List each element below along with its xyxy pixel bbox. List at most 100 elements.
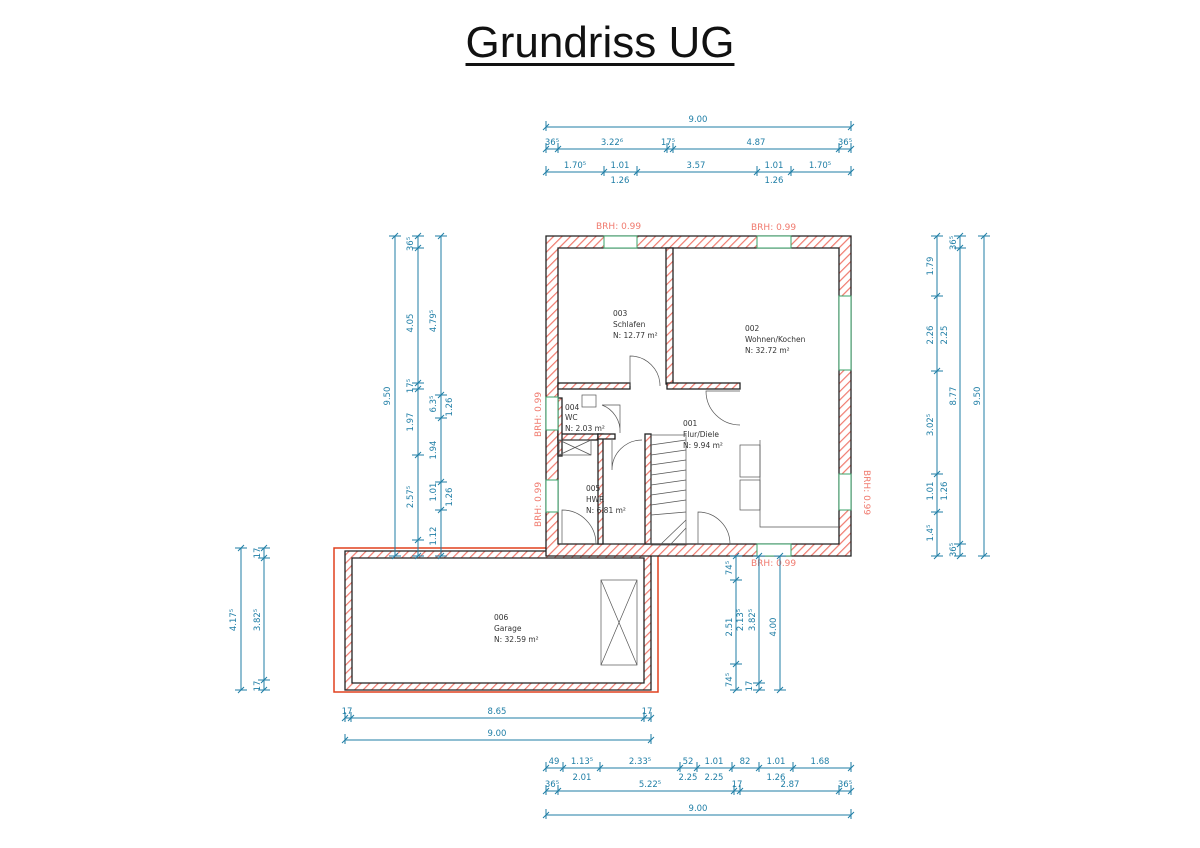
dimension-label: 4.05 <box>406 314 416 333</box>
dimension-label: 36⁵ <box>949 543 959 557</box>
staircase <box>650 434 687 546</box>
dimension-label: 2.25 <box>705 773 724 783</box>
dimension-label: 1.26 <box>767 773 786 783</box>
sill-height-labels: BRH: 0.99 BRH: 0.99 BRH: 0.99 BRH: 0.99 … <box>534 222 871 569</box>
dimension-label: 9.50 <box>383 387 393 406</box>
window <box>838 473 852 511</box>
dimension-label: 1.70⁵ <box>564 161 586 171</box>
svg-text:Schlafen: Schlafen <box>613 320 646 329</box>
dimension-label: 9.00 <box>689 804 708 814</box>
dimension-label: 17 <box>745 681 755 692</box>
dimension-label: 6.3⁵ <box>429 396 439 413</box>
plan-title: Grundriss UG <box>0 18 1200 68</box>
dimension-label: 3.02⁵ <box>926 414 936 436</box>
dimension-label: 1.26 <box>611 176 630 186</box>
svg-text:003: 003 <box>613 309 628 318</box>
window <box>545 479 559 513</box>
dimension-label: 1.94 <box>429 441 439 460</box>
svg-text:004: 004 <box>565 403 580 412</box>
dimension-label: 1.26 <box>445 488 455 507</box>
dimension-label: 2.01 <box>573 773 592 783</box>
svg-text:WC: WC <box>565 413 578 422</box>
sink <box>581 394 597 408</box>
dimension-label: 1.4⁵ <box>926 525 936 542</box>
dimension-label: 36⁵ <box>838 138 852 148</box>
dimension-label: 1.70⁵ <box>809 161 831 171</box>
brh-label: BRH: 0.99 <box>534 392 544 437</box>
svg-text:001: 001 <box>683 419 698 428</box>
dimension-label: 9.50 <box>973 387 983 406</box>
dimension-label: 1.79 <box>926 257 936 276</box>
window <box>756 235 792 249</box>
stove <box>739 444 761 478</box>
dimension-label: 4.17⁵ <box>229 609 239 631</box>
dimension-label: 36⁵ <box>545 138 559 148</box>
shower <box>558 439 592 456</box>
dimension-label: 5.22⁵ <box>639 780 661 790</box>
dimension-label: 1.01 <box>705 757 724 767</box>
dimension-label: 8.65 <box>488 707 507 717</box>
svg-text:Wohnen/Kochen: Wohnen/Kochen <box>745 335 806 344</box>
svg-text:HWR: HWR <box>586 495 604 504</box>
dimension-label: 1.26 <box>765 176 784 186</box>
svg-text:N: 6.81 m²: N: 6.81 m² <box>586 506 626 515</box>
svg-text:N: 32.59 m²: N: 32.59 m² <box>494 635 539 644</box>
svg-text:N: 9.94 m²: N: 9.94 m² <box>683 441 723 450</box>
dimension-label: 17 <box>642 707 653 717</box>
dimension-label: 17⁵ <box>661 138 675 148</box>
dimension-label: 17 <box>253 681 263 692</box>
dimension-label: 4.00 <box>769 618 779 637</box>
dimension-label: 2.25 <box>679 773 698 783</box>
svg-text:005: 005 <box>586 484 601 493</box>
fixtures <box>558 394 839 528</box>
svg-text:Garage: Garage <box>494 624 522 633</box>
svg-text:N: 32.72 m²: N: 32.72 m² <box>745 346 790 355</box>
dimension-label: 1.12 <box>429 527 439 546</box>
dimension-label: 74⁵ <box>725 561 735 575</box>
dimension-label: 1.01 <box>767 757 786 767</box>
dimension-label: 36⁵ <box>838 780 852 790</box>
dimension-label: 82 <box>740 757 751 767</box>
dimension-label: 1.01 <box>765 161 784 171</box>
dimension-label: 9.00 <box>689 115 708 125</box>
dimension-label: 1.01 <box>611 161 630 171</box>
kitchen-counter <box>759 440 839 528</box>
dimension-label: 17 <box>342 707 353 717</box>
plan-title-text: Grundriss UG <box>465 18 735 67</box>
window <box>603 235 638 249</box>
dimension-label: 3.57 <box>687 161 706 171</box>
kitchen-sink <box>739 479 761 511</box>
brh-label: BRH: 0.99 <box>596 222 641 232</box>
dimension-label: 4.79⁵ <box>429 310 439 332</box>
dimension-label: 52 <box>683 757 694 767</box>
walls <box>545 235 852 557</box>
dimension-label: 1.01 <box>429 483 439 502</box>
dimension-label: 17⁵ <box>406 379 416 393</box>
windows <box>545 235 852 557</box>
svg-text:N: 2.03 m²: N: 2.03 m² <box>565 424 605 433</box>
dimension-label: 36⁵ <box>545 780 559 790</box>
dimension-label: 8.77 <box>949 387 959 406</box>
dimension-label: 2.25 <box>940 326 950 345</box>
dimension-label: 2.13⁵ <box>736 609 746 631</box>
dimension-label: 1.26 <box>940 482 950 501</box>
svg-text:N: 12.77 m²: N: 12.77 m² <box>613 331 658 340</box>
dimension-label: 3.22⁶ <box>601 138 624 148</box>
dimension-label: 1.26 <box>445 398 455 417</box>
dimension-label: 36⁵ <box>949 236 959 250</box>
dimension-label: 1.13⁵ <box>571 757 593 767</box>
dimension-label: 2.33⁵ <box>629 757 651 767</box>
dimension-label: 1.68 <box>811 757 830 767</box>
brh-label: BRH: 0.99 <box>534 482 544 527</box>
dimension-label: 3.82⁵ <box>253 609 263 631</box>
dimension-label: 17 <box>732 780 743 790</box>
doors <box>561 355 741 545</box>
